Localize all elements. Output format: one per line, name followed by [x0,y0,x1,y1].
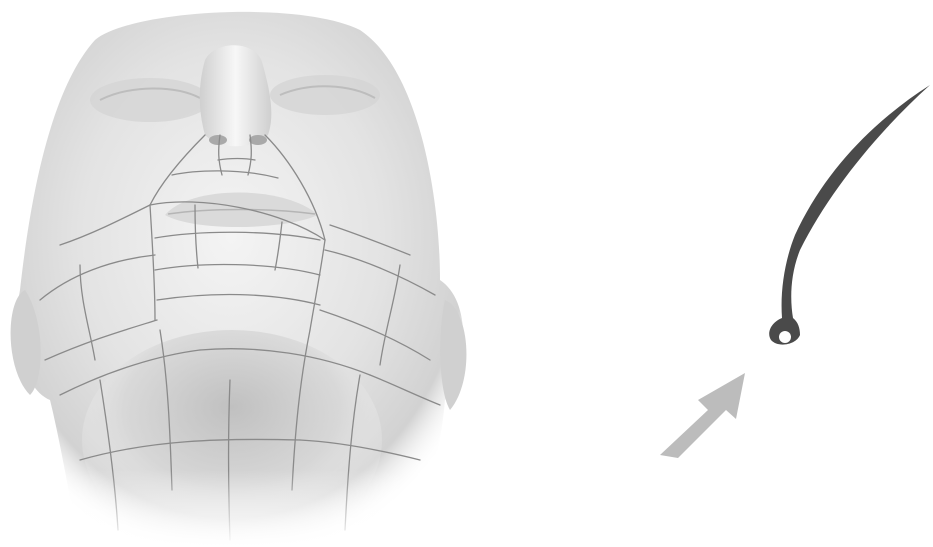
right-eye-socket [270,75,380,115]
bottom-fade [0,470,480,547]
nose [200,45,272,146]
hair-follicle-icon [769,85,930,345]
nostril-right [249,135,267,145]
right-ear [440,300,466,410]
face-grid-illustration [0,12,480,547]
nostril-left [209,135,227,145]
left-eye-socket [90,78,210,122]
arrow-icon [660,373,745,458]
